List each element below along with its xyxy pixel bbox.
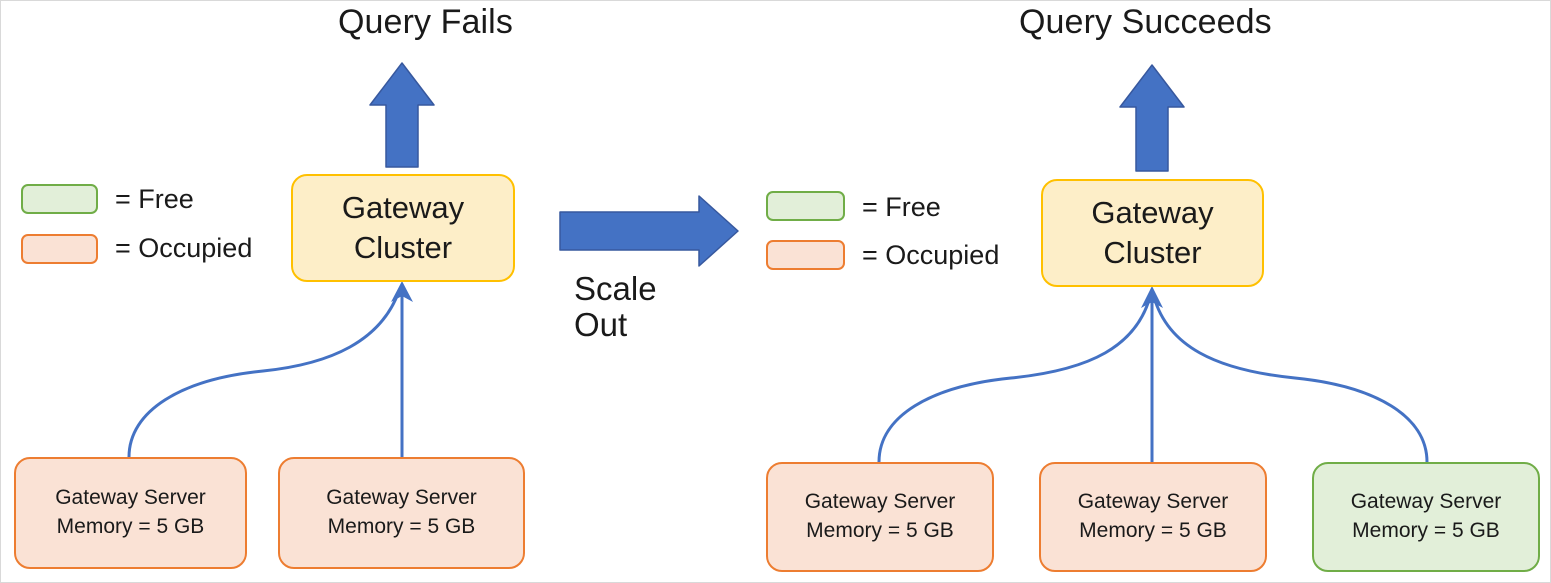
left-gateway-server-1: Gateway Server Memory = 5 GB [14, 457, 247, 569]
scale-out-right-arrow-icon [559, 195, 739, 267]
left-gateway-server-2: Gateway Server Memory = 5 GB [278, 457, 525, 569]
scale-out-caption-line1: Scale [574, 270, 657, 307]
legend-left-free-label: = Free [115, 184, 194, 214]
right-server-2-name: Gateway Server [1077, 490, 1229, 514]
scale-out-caption: Scale Out [574, 271, 657, 342]
right-cluster-label-line2: Cluster [1103, 235, 1202, 270]
left-cluster-label-line2: Cluster [353, 230, 453, 265]
connector-left-arrowhead-icon [391, 281, 413, 302]
right-gateway-server-2: Gateway Server Memory = 5 GB [1039, 462, 1267, 572]
connector-left-server1 [127, 289, 401, 459]
left-server-2-memory: Memory = 5 GB [327, 515, 476, 538]
right-gateway-server-3: Gateway Server Memory = 5 GB [1312, 462, 1540, 572]
right-server-1-memory: Memory = 5 GB [806, 519, 954, 542]
legend-right-free-swatch [766, 191, 845, 221]
right-server-1-name: Gateway Server [804, 490, 956, 514]
right-gateway-server-1: Gateway Server Memory = 5 GB [766, 462, 994, 572]
left-server-2-name: Gateway Server [326, 486, 477, 510]
query-succeeds-title: Query Succeeds [1019, 3, 1272, 41]
query-succeeds-up-arrow-icon [1119, 64, 1185, 172]
scale-out-caption-line2: Out [574, 305, 628, 343]
left-server-1-memory: Memory = 5 GB [56, 515, 205, 538]
right-server-3-name: Gateway Server [1350, 490, 1502, 514]
right-cluster-label-line1: Gateway [1091, 195, 1214, 231]
left-cluster-label-line1: Gateway [341, 190, 465, 226]
right-server-2-memory: Memory = 5 GB [1079, 519, 1227, 542]
connector-right-arrowhead-icon [1141, 286, 1163, 308]
legend-left-occupied-swatch [21, 234, 98, 264]
right-gateway-cluster-node: Gateway Cluster [1041, 179, 1264, 287]
left-server-1-name: Gateway Server [55, 486, 206, 510]
right-server-3-memory: Memory = 5 GB [1352, 519, 1500, 542]
connector-right-server1 [877, 295, 1152, 464]
connector-right-server3 [1152, 295, 1429, 464]
legend-right-occupied-swatch [766, 240, 845, 270]
query-fails-title: Query Fails [338, 3, 513, 41]
legend-right-occupied-label: = Occupied [862, 240, 1000, 270]
left-gateway-cluster-node: Gateway Cluster [291, 174, 515, 282]
legend-right-free-label: = Free [862, 192, 941, 222]
legend-left-free-swatch [21, 184, 98, 214]
legend-left-occupied-label: = Occupied [115, 233, 253, 263]
query-fails-up-arrow-icon [369, 62, 435, 168]
